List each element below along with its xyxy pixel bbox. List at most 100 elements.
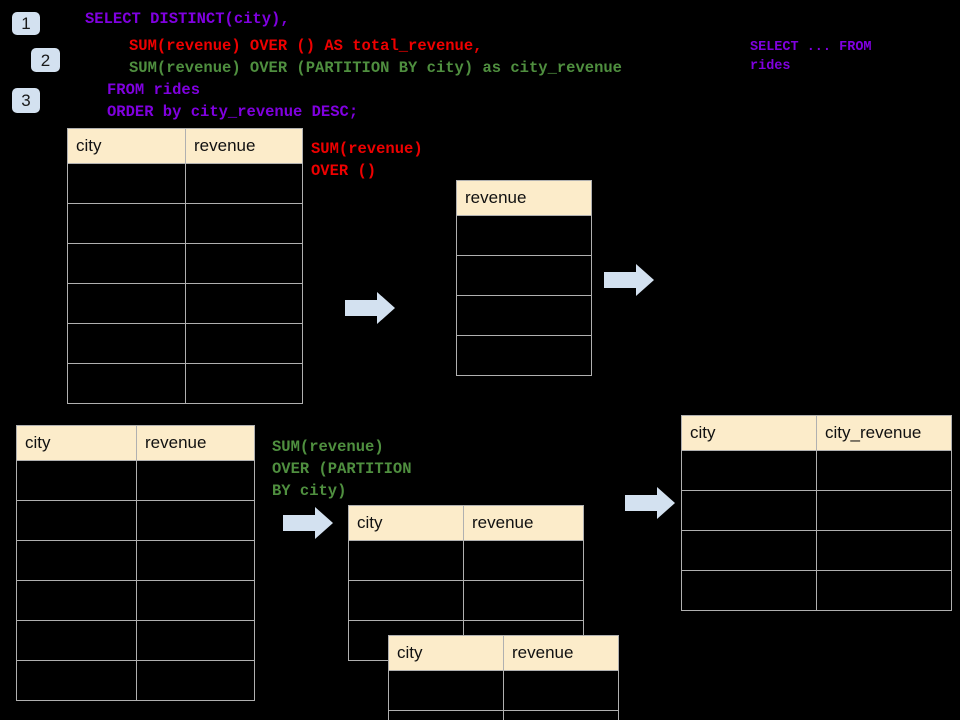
cell-city <box>67 363 186 404</box>
table-row <box>681 450 952 491</box>
step-badge-3: 3 <box>12 88 40 113</box>
cell-revenue <box>136 660 255 701</box>
column-header-city: city <box>681 415 817 451</box>
cell-revenue <box>136 620 255 661</box>
sql-line-from: FROM rides <box>107 81 201 99</box>
cell-city <box>16 540 137 581</box>
step-badge-3-label: 3 <box>21 91 31 110</box>
table-body <box>456 215 592 376</box>
cell-city <box>16 460 137 501</box>
cell-revenue <box>185 203 303 244</box>
rides-source-table-partition: city revenue <box>16 425 255 701</box>
cell-city <box>681 490 817 531</box>
cell-revenue <box>185 323 303 364</box>
cell-revenue <box>463 580 584 621</box>
cell-revenue <box>136 460 255 501</box>
table-header-row: city city_revenue <box>681 415 952 451</box>
column-header-revenue: revenue <box>463 505 584 541</box>
column-header-revenue: revenue <box>136 425 255 461</box>
cell-revenue <box>185 163 303 204</box>
table-row <box>16 620 255 661</box>
cell-revenue <box>503 670 619 711</box>
column-header-city-revenue: city_revenue <box>816 415 952 451</box>
table-row <box>67 283 303 324</box>
table-row <box>348 540 584 581</box>
table-row <box>16 540 255 581</box>
cell-city <box>348 540 464 581</box>
table-body <box>16 460 255 701</box>
cell-revenue <box>136 580 255 621</box>
cell-city <box>16 660 137 701</box>
cell-city <box>348 580 464 621</box>
cell-city-revenue <box>816 570 952 611</box>
cell-city <box>67 323 186 364</box>
sql-line-sum-over-partition: SUM(revenue) OVER (PARTITION BY city) as… <box>129 59 622 77</box>
cell-city <box>16 580 137 621</box>
total-revenue-table: revenue <box>456 180 592 376</box>
column-header-revenue: revenue <box>503 635 619 671</box>
table-row <box>16 660 255 701</box>
column-header-city: city <box>67 128 186 164</box>
step-badge-2: 2 <box>31 48 60 72</box>
table-row <box>348 580 584 621</box>
cell-revenue <box>503 710 619 720</box>
cell-city <box>67 203 186 244</box>
column-header-city: city <box>388 635 504 671</box>
table-body <box>681 450 952 611</box>
cell-city <box>67 163 186 204</box>
table-header-row: revenue <box>456 180 592 216</box>
rides-source-table: city revenue <box>67 128 303 404</box>
table-row <box>681 570 952 611</box>
sql-line-select: SELECT DISTINCT(city), <box>85 10 290 28</box>
table-header-row: city revenue <box>388 635 619 671</box>
table-row <box>16 460 255 501</box>
final-result-table: city city_revenue <box>681 415 952 611</box>
arrow-total-to-result <box>604 264 654 296</box>
table-row <box>456 255 592 296</box>
cell-revenue <box>456 295 592 336</box>
table-row <box>456 295 592 336</box>
cell-revenue <box>185 243 303 284</box>
cell-city <box>681 570 817 611</box>
column-header-city: city <box>16 425 137 461</box>
annotation-select-from-rides: SELECT ... FROM rides <box>750 40 872 74</box>
table-row <box>388 670 619 711</box>
sql-line-sum-over-empty: SUM(revenue) OVER () AS total_revenue, <box>129 37 483 55</box>
arrow-partition-to-result <box>625 487 675 519</box>
cell-revenue <box>456 335 592 376</box>
table-header-row: city revenue <box>16 425 255 461</box>
cell-city <box>16 620 137 661</box>
table-row <box>456 215 592 256</box>
cell-revenue <box>463 540 584 581</box>
cell-revenue <box>136 540 255 581</box>
arrow-source-to-total <box>345 292 395 324</box>
cell-revenue <box>185 363 303 404</box>
cell-revenue <box>456 255 592 296</box>
step-badge-1-label: 1 <box>21 14 31 33</box>
table-row <box>67 363 303 404</box>
table-row <box>16 500 255 541</box>
table-body <box>388 670 619 720</box>
table-row <box>456 335 592 376</box>
table-body <box>67 163 303 404</box>
sql-line-order-by: ORDER by city_revenue DESC; <box>107 103 359 121</box>
table-row <box>681 490 952 531</box>
annotation-sum-over-empty: SUM(revenue) OVER () <box>311 140 423 180</box>
cell-city <box>67 283 186 324</box>
cell-city-revenue <box>816 450 952 491</box>
cell-city <box>67 243 186 284</box>
table-row <box>681 530 952 571</box>
table-header-row: city revenue <box>67 128 303 164</box>
cell-city-revenue <box>816 530 952 571</box>
step-badge-2-label: 2 <box>40 50 51 70</box>
cell-city-revenue <box>816 490 952 531</box>
table-row <box>16 580 255 621</box>
table-row <box>388 710 619 720</box>
cell-city <box>681 530 817 571</box>
arrow-source-to-partition <box>283 507 333 539</box>
column-header-city: city <box>348 505 464 541</box>
cell-revenue <box>185 283 303 324</box>
cell-revenue <box>136 500 255 541</box>
table-row <box>67 203 303 244</box>
